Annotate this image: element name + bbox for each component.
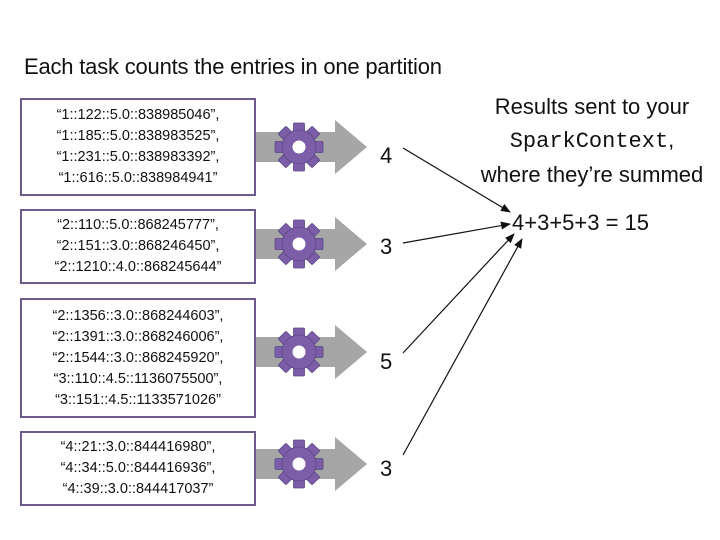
task-count-2: 3 [380, 234, 393, 259]
task-count-1: 4 [380, 143, 393, 168]
partition-entry: “3::151::4.5::1133571026” [55, 391, 221, 408]
partition-entry: “2::110::5.0::868245777”, [57, 217, 219, 233]
partition-entry: “4::39::3.0::844417037” [62, 481, 214, 497]
results-line-2: SparkContext, [474, 123, 710, 158]
partition-box-2: “2::110::5.0::868245777”, “2::151::3.0::… [20, 209, 256, 284]
partition-entry: “1::122::5.0::838985046”, [56, 107, 220, 123]
partition-entry: “2::151::3.0::868246450”, [56, 238, 220, 254]
task-count-4: 3 [380, 456, 393, 481]
gear-icon [274, 439, 324, 489]
partition-entry: “1::185::5.0::838983525”, [56, 128, 220, 144]
partition-entry: “2::1210::4.0::868245644” [54, 259, 222, 275]
results-line-3: where they’re summed [480, 162, 704, 187]
partition-entry: “2::1391::3.0::868246006”, [52, 328, 224, 345]
results-line-1: Results sent to your [494, 94, 690, 119]
partition-entry: “1::616::5.0::838984941” [58, 170, 218, 186]
spark-context-code: SparkContext [509, 129, 669, 154]
task-count-3: 5 [380, 349, 393, 374]
gear-icon [274, 122, 324, 172]
connector-arrow-2 [402, 221, 511, 244]
results-comma: , [668, 127, 675, 152]
connector-arrow-3 [402, 233, 515, 354]
results-caption: Results sent to your SparkContext, where… [474, 90, 710, 191]
partition-entry: “3::110::4.5::1136075500”, [53, 370, 223, 387]
partition-box-4: “4::21::3.0::844416980”, “4::34::5.0::84… [20, 431, 256, 506]
partition-box-1: “1::122::5.0::838985046”, “1::185::5.0::… [20, 98, 256, 196]
connector-arrow-4 [402, 238, 523, 456]
gear-icon [274, 219, 324, 269]
connector-arrow-1 [402, 147, 511, 213]
partition-entry: “1::231::5.0::838983392”, [56, 149, 220, 165]
partition-entry: “2::1356::3.0::868244603”, [52, 307, 224, 324]
sum-expression: 4+3+5+3 = 15 [512, 210, 650, 235]
gear-icon [274, 327, 324, 377]
slide-title: Each task counts the entries in one part… [24, 54, 442, 79]
partition-entry: “4::21::3.0::844416980”, [60, 439, 216, 455]
partition-entry: “4::34::5.0::844416936”, [60, 460, 216, 476]
partition-box-3: “2::1356::3.0::868244603”, “2::1391::3.0… [20, 298, 256, 418]
partition-entry: “2::1544::3.0::868245920”, [52, 349, 224, 366]
